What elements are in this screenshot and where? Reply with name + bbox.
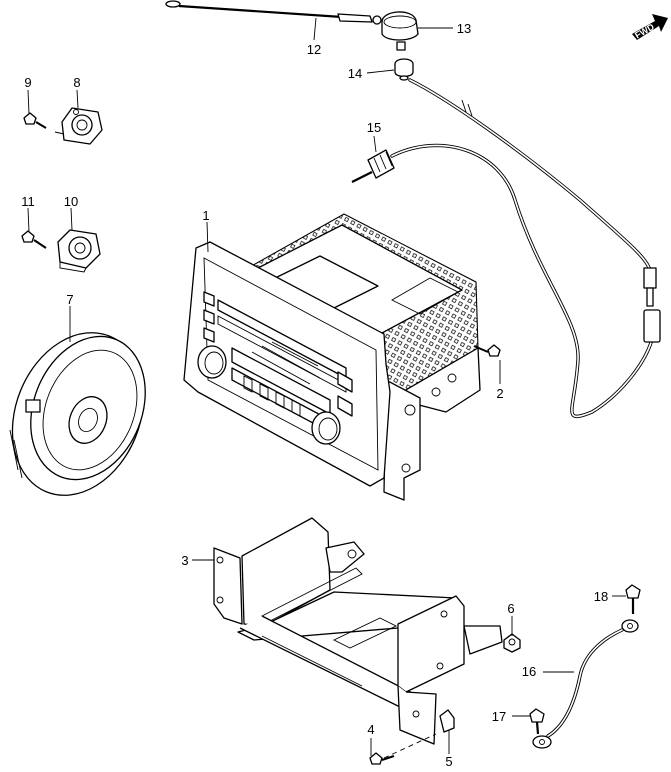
callout-2: 2 bbox=[496, 386, 503, 401]
flange-nut bbox=[503, 633, 521, 653]
callout-5: 5 bbox=[445, 754, 452, 769]
callout-16: 16 bbox=[522, 664, 536, 679]
callout-12: 12 bbox=[307, 42, 321, 57]
callout-4: 4 bbox=[367, 722, 374, 737]
callout-10: 10 bbox=[64, 194, 78, 209]
callout-13: 13 bbox=[457, 21, 471, 36]
bracket-screw bbox=[369, 752, 395, 765]
tuning-knob bbox=[311, 411, 341, 445]
callout-7: 7 bbox=[66, 292, 73, 307]
callout-1: 1 bbox=[202, 208, 209, 223]
callout-11: 11 bbox=[21, 194, 35, 209]
antenna-cable-grommet bbox=[394, 58, 414, 81]
ground-bolt-upper bbox=[625, 584, 641, 614]
door-speaker bbox=[9, 332, 146, 496]
audio-unit bbox=[183, 213, 481, 501]
extension-cable bbox=[351, 143, 661, 418]
antenna-rod bbox=[165, 0, 382, 25]
leader-lines bbox=[27, 17, 626, 756]
callout-18: 18 bbox=[594, 589, 608, 604]
antenna-cable bbox=[408, 78, 657, 307]
faceplate-buttons bbox=[203, 291, 353, 433]
mounting-bracket bbox=[213, 517, 503, 745]
fwd-arrow-icon: FWD bbox=[632, 14, 668, 40]
callout-labels: 1 2 3 4 5 6 7 8 9 10 11 12 13 14 15 16 1… bbox=[21, 21, 608, 769]
unit-screw bbox=[473, 344, 501, 357]
screw-lower bbox=[21, 230, 47, 249]
callout-3: 3 bbox=[181, 553, 188, 568]
ground-wire bbox=[532, 619, 639, 749]
callout-8: 8 bbox=[73, 75, 80, 90]
volume-knob bbox=[197, 345, 227, 379]
tweeter-lower bbox=[57, 229, 101, 273]
ground-bolt-lower bbox=[529, 708, 545, 735]
callout-9: 9 bbox=[24, 75, 31, 90]
callout-14: 14 bbox=[348, 66, 362, 81]
callout-6: 6 bbox=[507, 601, 514, 616]
screw-upper bbox=[23, 112, 47, 129]
callout-17: 17 bbox=[492, 709, 506, 724]
callout-15: 15 bbox=[367, 120, 381, 135]
tweeter-upper bbox=[54, 107, 103, 145]
antenna-base bbox=[381, 11, 419, 51]
